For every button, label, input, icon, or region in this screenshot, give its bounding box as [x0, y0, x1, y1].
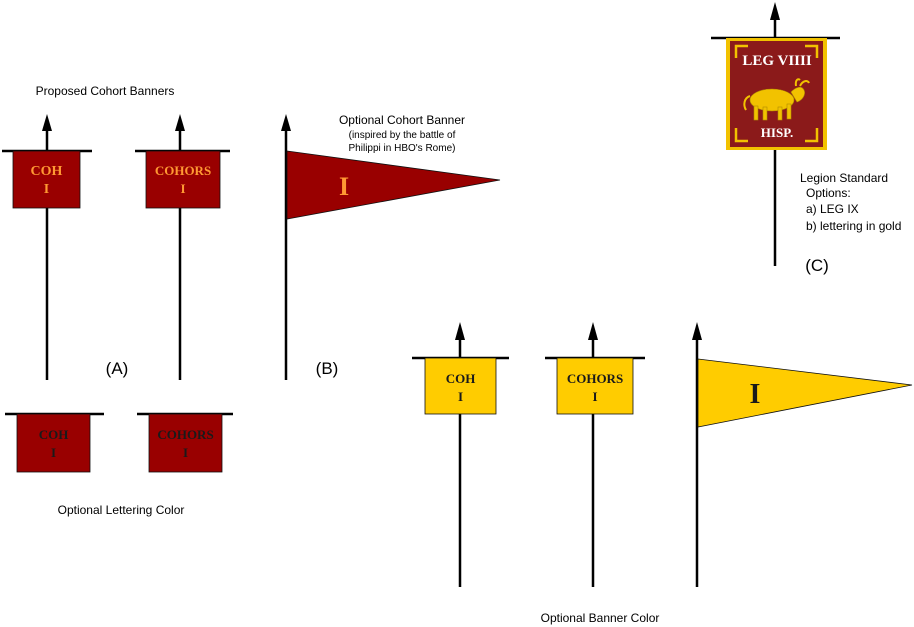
banner-cohors-gold-line1: COHORS: [567, 371, 623, 386]
legion-bottom-label: HISP.: [761, 125, 793, 140]
pennant-crimson: I: [281, 114, 501, 380]
banner-cohors-gold: COHORS I: [545, 322, 645, 587]
pennant-crimson-label: I: [339, 172, 349, 201]
optional-banner-color-label: Optional Banner Color: [541, 611, 660, 625]
banner-cohors-gold-line2: I: [592, 389, 597, 404]
legion-option-a: a) LEG IX: [806, 202, 859, 216]
optional-lettering-label: Optional Lettering Color: [58, 503, 185, 517]
section-c-label: (C): [805, 256, 829, 275]
optional-banner-note-1: (inspired by the battle of: [349, 130, 456, 141]
legion-option-b: b) lettering in gold: [806, 219, 901, 233]
banner-coh-dark-line1: COH: [39, 427, 69, 442]
banner-coh-gold-line1: COH: [446, 371, 476, 386]
banner-coh-dark-lettering: COH I: [5, 412, 104, 473]
banner-cohors-line1: COHORS: [155, 163, 211, 178]
banner-coh-dark-line2: I: [51, 445, 56, 460]
banner-cohors-dark-line2: I: [183, 445, 188, 460]
optional-banner-note-2: Philippi in HBO's Rome): [349, 143, 456, 154]
legion-standard-title: Legion Standard: [800, 171, 888, 185]
legion-standard: LEG VIIII HISP.: [711, 2, 840, 266]
pennant-gold-label: I: [750, 379, 761, 410]
banner-cohors-dark-lettering: COHORS I: [137, 412, 233, 473]
banner-coh-line2: I: [44, 182, 49, 197]
banner-cohors-crimson: COHORS I: [135, 114, 230, 380]
section-b-label: (B): [316, 359, 339, 378]
banner-coh-gold-line2: I: [458, 389, 463, 404]
optional-banner-title: Optional Cohort Banner: [339, 113, 465, 127]
bull-icon: [743, 78, 810, 121]
banner-coh-gold: COH I: [412, 322, 509, 587]
banner-cohors-dark-line1: COHORS: [157, 427, 213, 442]
legion-top-label: LEG VIIII: [742, 53, 812, 69]
pennant-gold: I: [692, 322, 913, 587]
banner-cohors-line2: I: [180, 181, 185, 196]
legion-options-heading: Options:: [806, 186, 851, 200]
section-a-label: (A): [106, 359, 129, 378]
banner-coh-crimson: COH I: [2, 114, 92, 380]
proposed-title: Proposed Cohort Banners: [36, 84, 175, 98]
banner-coh-line1: COH: [31, 164, 63, 179]
